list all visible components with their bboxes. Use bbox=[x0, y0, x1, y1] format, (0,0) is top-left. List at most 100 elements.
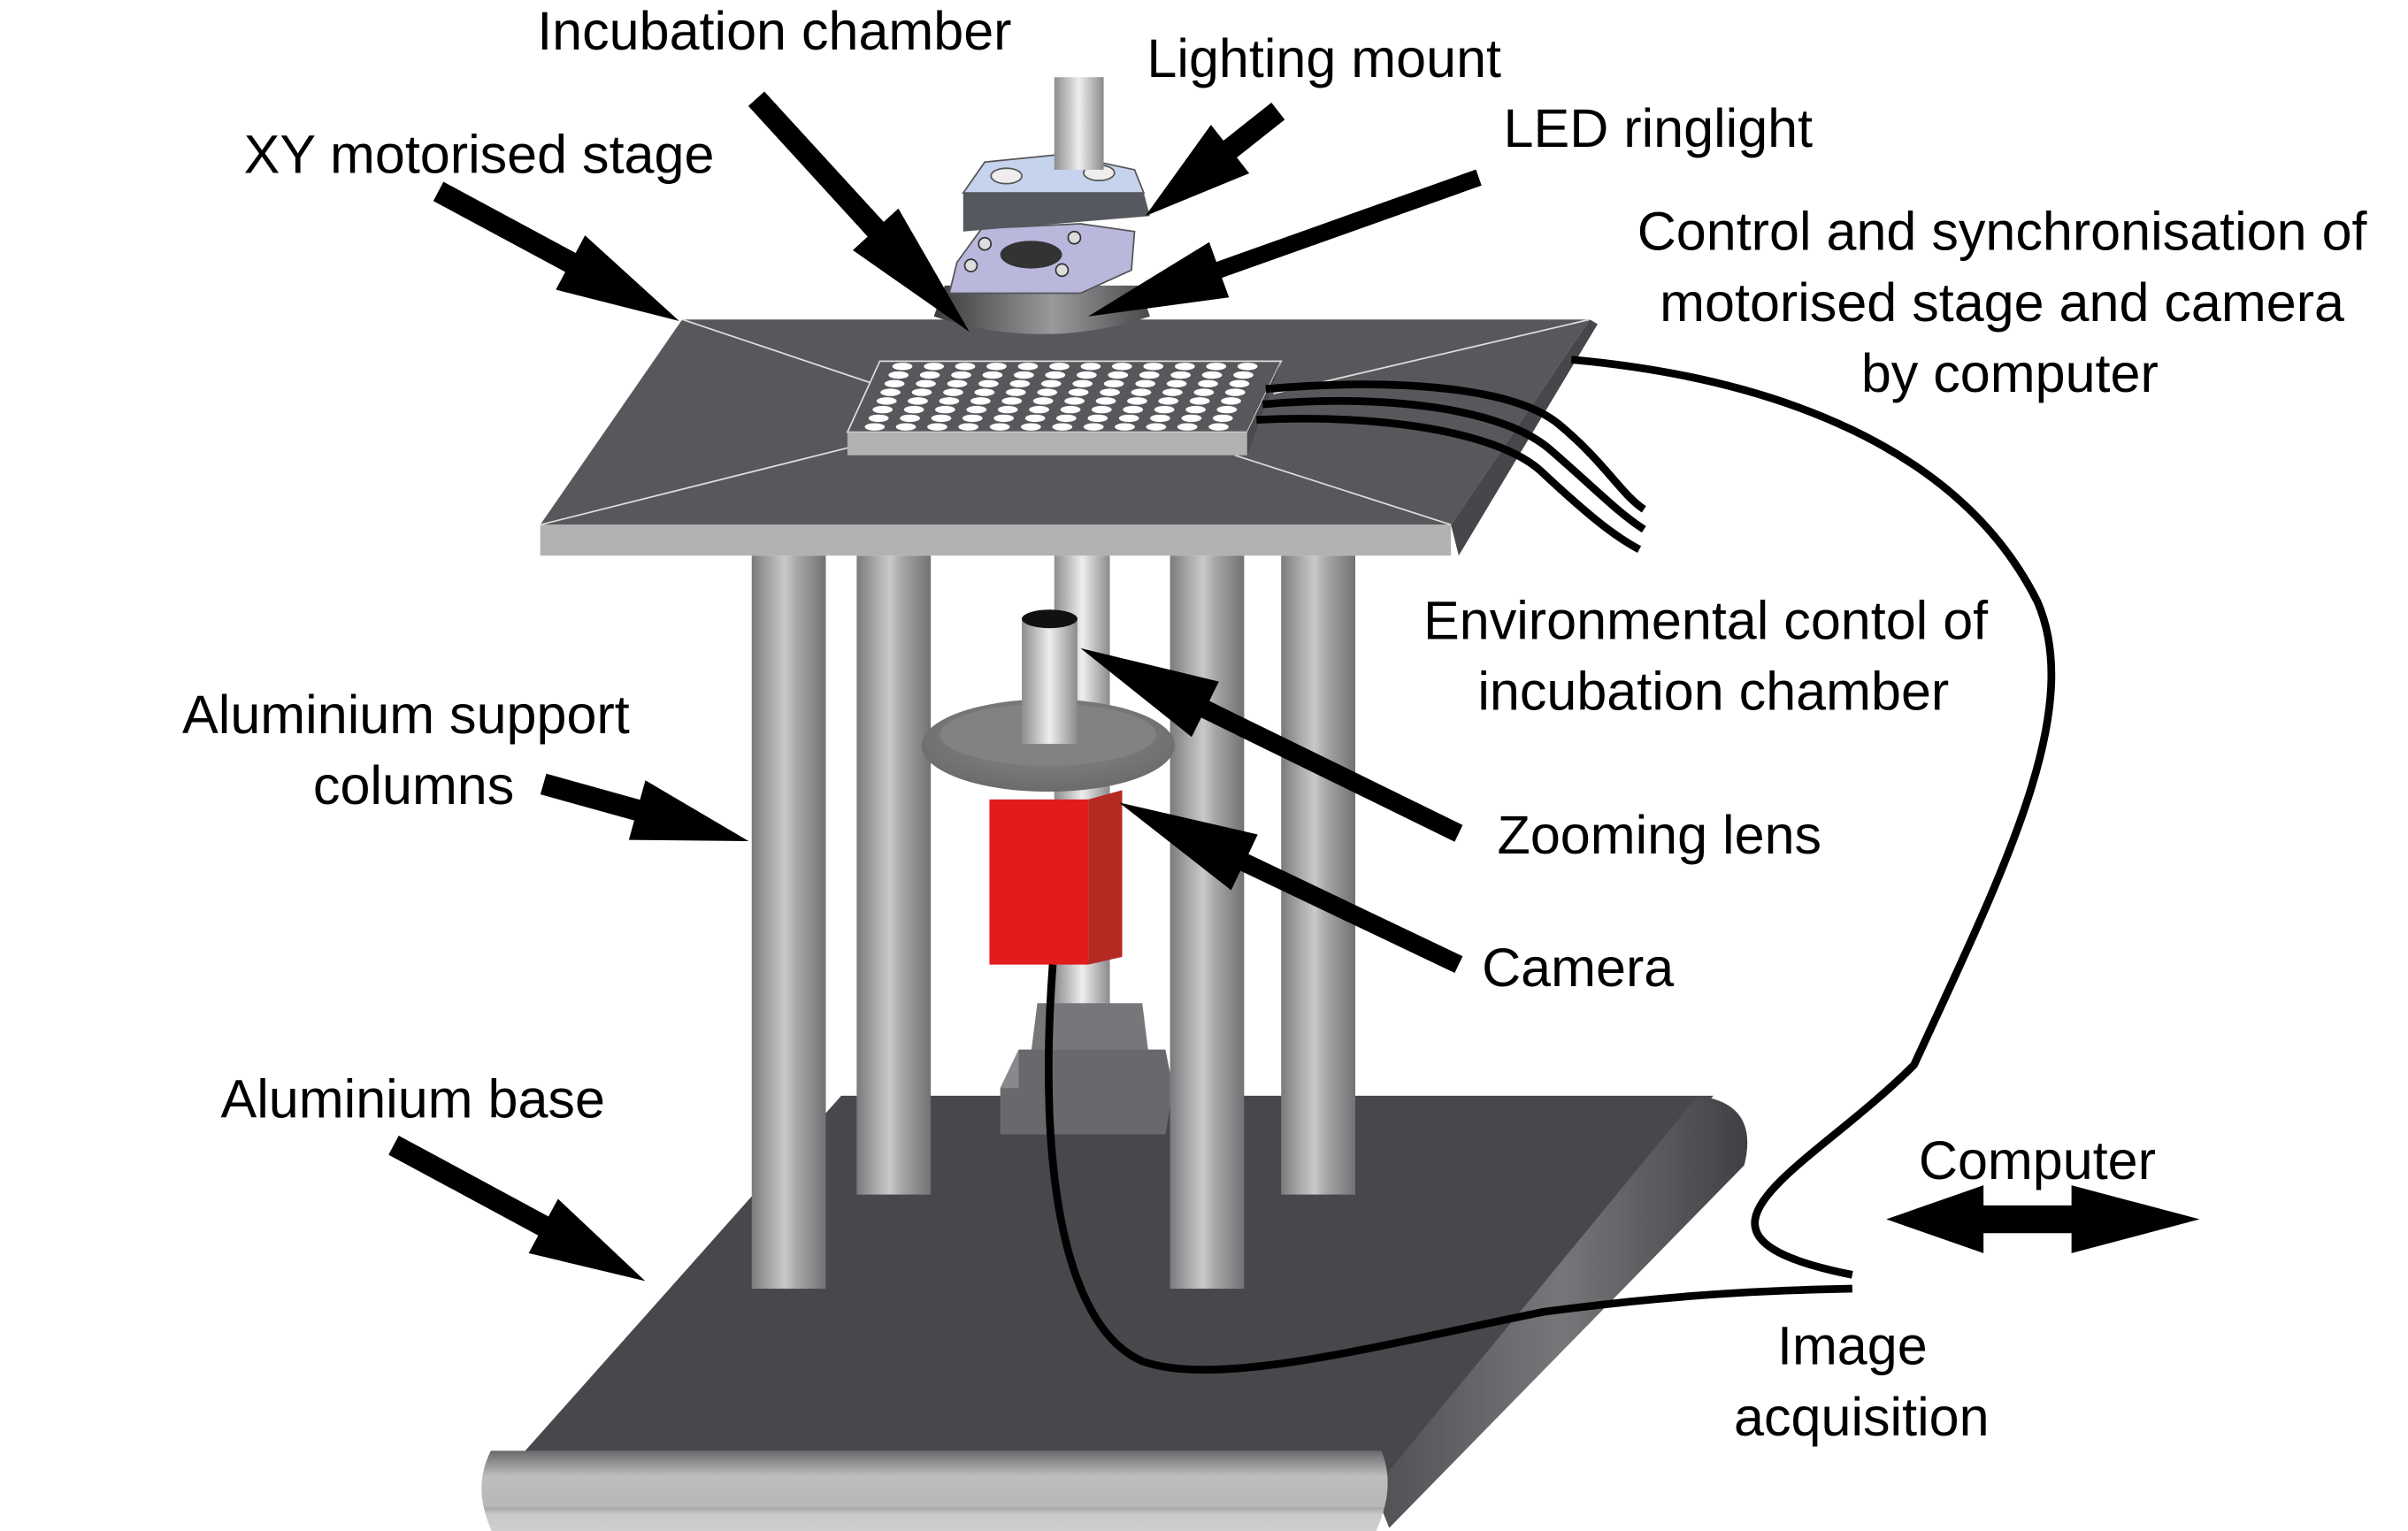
well bbox=[1189, 397, 1210, 405]
well bbox=[916, 379, 936, 387]
well bbox=[1080, 363, 1101, 371]
well bbox=[1201, 371, 1223, 379]
well bbox=[1009, 379, 1031, 387]
well bbox=[1032, 397, 1054, 405]
well bbox=[1024, 414, 1046, 423]
label-control-sync-line2: motorised stage and camera bbox=[1660, 272, 2344, 333]
well bbox=[931, 414, 952, 423]
label-environmental-line1: Environmental contol of bbox=[1423, 590, 1989, 650]
well bbox=[1029, 405, 1049, 414]
stage-front-edge bbox=[540, 524, 1452, 556]
well bbox=[1170, 371, 1191, 379]
well bbox=[1212, 414, 1233, 423]
well bbox=[951, 371, 971, 379]
well bbox=[993, 414, 1015, 423]
well bbox=[1139, 371, 1160, 379]
well bbox=[1056, 414, 1077, 423]
well bbox=[989, 423, 1010, 431]
well bbox=[895, 423, 916, 431]
well bbox=[1049, 363, 1070, 371]
label-aluminium-base: Aluminium base bbox=[221, 1068, 605, 1129]
labels: Incubation chamber Lighting mount XY mot… bbox=[182, 1, 2367, 1447]
well bbox=[1072, 379, 1093, 387]
well bbox=[872, 405, 893, 414]
well bbox=[1040, 379, 1062, 387]
well bbox=[919, 371, 940, 379]
well bbox=[1146, 423, 1167, 431]
well bbox=[1083, 423, 1104, 431]
well bbox=[1233, 371, 1254, 379]
well bbox=[908, 397, 928, 405]
well bbox=[1014, 371, 1034, 379]
well bbox=[1127, 397, 1147, 405]
well bbox=[1115, 423, 1135, 431]
well bbox=[1229, 379, 1250, 387]
environmental-cable bbox=[1262, 397, 1646, 533]
well bbox=[1123, 405, 1144, 414]
mount-block bbox=[962, 193, 1150, 232]
well bbox=[868, 414, 889, 423]
well bbox=[1175, 363, 1195, 371]
well bbox=[880, 388, 901, 396]
well bbox=[1181, 414, 1202, 423]
lighting-mount bbox=[947, 77, 1150, 295]
column bbox=[751, 555, 826, 1290]
well bbox=[903, 405, 924, 414]
arrow-aluminium-base bbox=[388, 1135, 646, 1282]
column bbox=[1281, 555, 1355, 1195]
label-support-columns-line2: columns bbox=[313, 755, 514, 815]
label-lighting-mount: Lighting mount bbox=[1146, 28, 1501, 88]
well bbox=[1052, 423, 1073, 431]
well bbox=[1112, 363, 1132, 371]
well bbox=[900, 414, 920, 423]
stage-right-edge bbox=[1451, 319, 1598, 556]
well bbox=[1060, 405, 1081, 414]
well bbox=[1037, 388, 1058, 396]
well bbox=[966, 405, 987, 414]
well bbox=[1131, 388, 1152, 396]
label-environmental-line2: incubation chamber bbox=[1477, 662, 1949, 722]
well bbox=[1193, 388, 1215, 396]
well bbox=[888, 371, 909, 379]
well bbox=[1208, 423, 1229, 431]
well bbox=[927, 423, 947, 431]
well bbox=[1177, 423, 1198, 431]
label-image-acquisition-line2: acquisition bbox=[1734, 1387, 1990, 1447]
well bbox=[986, 363, 1007, 371]
arrow-xy-stage bbox=[433, 181, 679, 321]
column bbox=[1169, 555, 1245, 1290]
label-xy-stage: XY motorised stage bbox=[244, 124, 715, 184]
well bbox=[1045, 371, 1066, 379]
label-led-ringlight: LED ringlight bbox=[1504, 98, 1814, 158]
well bbox=[1166, 379, 1187, 387]
control-cable bbox=[1570, 356, 2056, 1279]
arrow-zooming-lens bbox=[1080, 647, 1463, 842]
zooming-lens-barrel bbox=[1022, 616, 1077, 745]
label-camera: Camera bbox=[1482, 938, 1674, 998]
well bbox=[1162, 388, 1183, 396]
well bbox=[1224, 388, 1246, 396]
well bbox=[1143, 363, 1164, 371]
arrow-led-ringlight bbox=[1088, 169, 1482, 317]
camera-mount-block bbox=[1000, 1003, 1174, 1135]
well bbox=[958, 423, 979, 431]
arrow-camera bbox=[1119, 802, 1463, 974]
well bbox=[982, 371, 1003, 379]
well bbox=[955, 363, 976, 371]
arrow-incubation-chamber bbox=[748, 91, 970, 333]
environmental-cable bbox=[1265, 380, 1646, 513]
base-top-face bbox=[490, 1095, 1714, 1489]
well bbox=[1087, 414, 1108, 423]
cables bbox=[1045, 356, 2056, 1374]
well bbox=[1216, 405, 1238, 414]
label-control-sync-line3: by computer bbox=[1861, 343, 2159, 403]
well bbox=[970, 397, 991, 405]
incubation-chamber bbox=[933, 285, 1150, 334]
well bbox=[1005, 388, 1026, 396]
well bbox=[1221, 397, 1241, 405]
well bbox=[947, 379, 968, 387]
mount-rod bbox=[1054, 77, 1104, 170]
well bbox=[1185, 405, 1206, 414]
well bbox=[1154, 405, 1175, 414]
label-image-acquisition-line1: Image bbox=[1777, 1316, 1928, 1376]
